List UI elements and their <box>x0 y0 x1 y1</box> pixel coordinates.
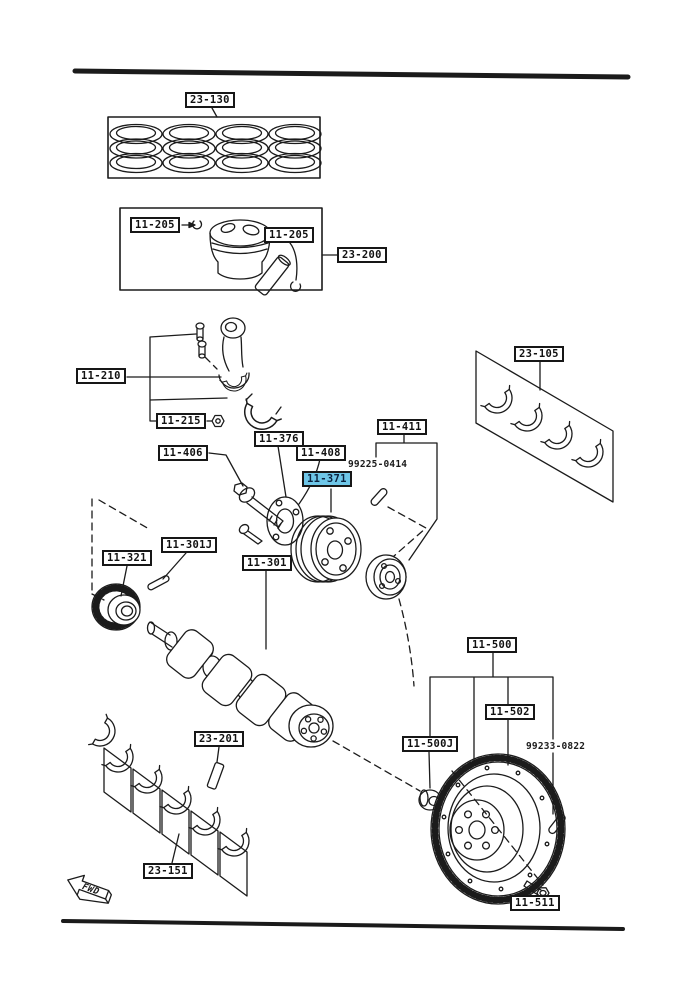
part-label-11-301[interactable]: 11-301 <box>242 555 292 571</box>
top-border-line <box>72 68 631 80</box>
part-label-23-151[interactable]: 23-151 <box>143 863 193 879</box>
part-label-11-321[interactable]: 11-321 <box>102 550 152 566</box>
part-label-11-205-left[interactable]: 11-205 <box>130 217 180 233</box>
part-code-99225-0414: 99225-0414 <box>348 459 408 470</box>
pulley-hub-pin-drawing <box>370 431 438 561</box>
flywheel-drawing <box>430 753 566 905</box>
crankshaft-drawing <box>146 570 334 748</box>
part-label-11-408[interactable]: 11-408 <box>296 445 346 461</box>
part-label-11-371-highlighted[interactable]: 11-371 <box>302 471 352 487</box>
pulley-bolt-drawing <box>208 452 284 545</box>
pilot-bush-drawing <box>418 751 442 811</box>
timing-gear-drawing <box>91 565 141 631</box>
part-label-11-411[interactable]: 11-411 <box>377 419 427 435</box>
part-label-11-301J[interactable]: 11-301J <box>161 537 218 553</box>
lower-main-bearings-drawing <box>88 713 258 897</box>
thrust-bearing-drawing <box>206 746 225 790</box>
snap-ring-left-drawing <box>191 220 203 230</box>
crank-pulley-drawing <box>290 488 362 583</box>
part-label-11-502[interactable]: 11-502 <box>485 704 535 720</box>
part-label-23-130[interactable]: 23-130 <box>185 92 235 108</box>
part-label-11-406[interactable]: 11-406 <box>158 445 208 461</box>
small-pulley-drawing <box>365 554 407 600</box>
part-label-23-201[interactable]: 23-201 <box>194 731 244 747</box>
fwd-arrow-label: FWD <box>81 882 101 897</box>
piston-rings-drawing <box>107 107 322 179</box>
part-label-11-376[interactable]: 11-376 <box>254 431 304 447</box>
piston-drawing <box>119 207 338 296</box>
part-label-11-205-right[interactable]: 11-205 <box>264 227 314 243</box>
part-label-23-200[interactable]: 23-200 <box>337 247 387 263</box>
fwd-arrow: FWD <box>67 874 112 904</box>
part-label-23-105[interactable]: 23-105 <box>514 346 564 362</box>
rod-nut-drawing <box>211 414 225 428</box>
bottom-border-line <box>61 919 625 931</box>
construction-dashed-lines <box>91 356 544 886</box>
woodruff-key-drawing <box>147 552 187 591</box>
part-code-99233-0822: 99233-0822 <box>526 741 586 752</box>
upper-main-bearings-drawing <box>475 350 614 503</box>
part-label-11-500[interactable]: 11-500 <box>467 637 517 653</box>
part-label-11-210[interactable]: 11-210 <box>76 368 126 384</box>
flywheel-bracket-leaders <box>429 652 554 815</box>
rod-bolts-drawing <box>195 322 207 359</box>
flywheel-key-drawing <box>548 813 566 835</box>
part-label-11-511[interactable]: 11-511 <box>510 895 560 911</box>
snap-ring-right-drawing <box>289 281 302 292</box>
part-label-11-215[interactable]: 11-215 <box>156 413 206 429</box>
connecting-rod-drawing <box>126 317 282 438</box>
part-label-11-500J[interactable]: 11-500J <box>402 736 459 752</box>
